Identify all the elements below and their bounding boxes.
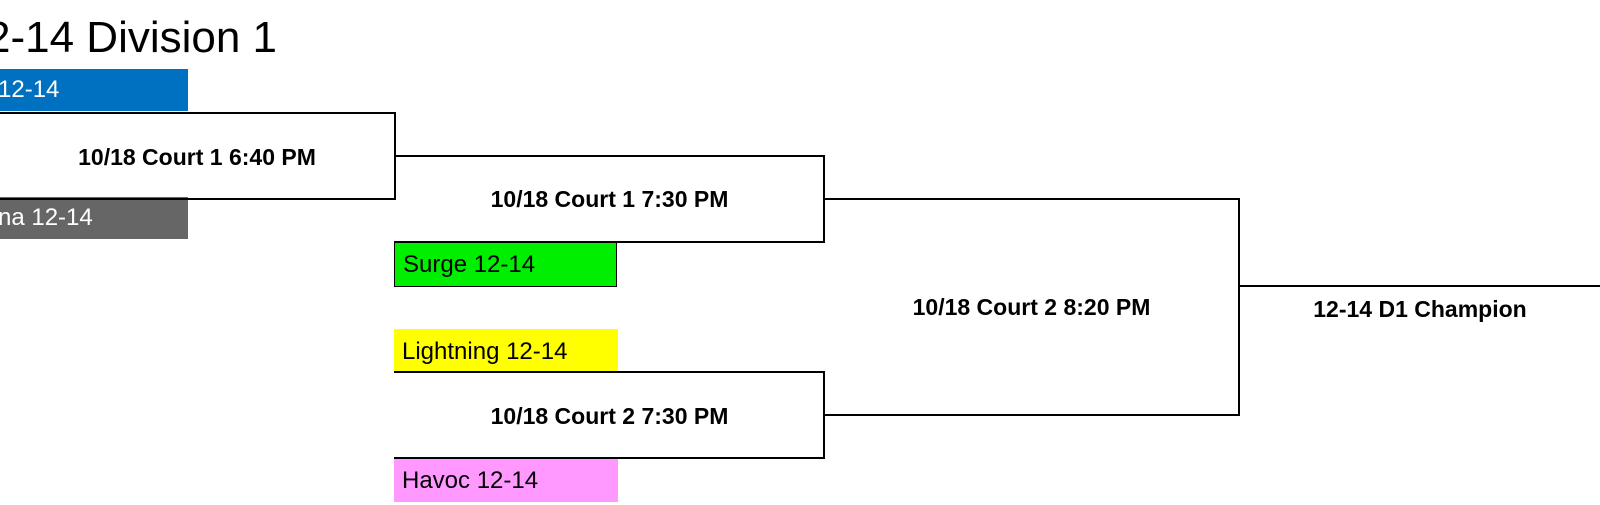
bracket-line-g1-bottom [0, 198, 396, 200]
game-label-g4: 10/18 Court 2 8:20 PM [912, 294, 1151, 320]
bracket-line-g4-right [1238, 198, 1240, 416]
game-label-g1: 10/18 Court 1 6:40 PM [78, 144, 316, 170]
bracket-line-g1-top [0, 112, 396, 114]
game-label-g3: 10/18 Court 2 7:30 PM [490, 403, 729, 429]
team-slot-surge: Surge 12-14 [394, 242, 617, 287]
bracket-line-champion [1238, 285, 1600, 287]
game-label-g2: 10/18 Court 1 7:30 PM [490, 186, 729, 212]
team-slot-havoc: Havoc 12-14 [394, 459, 618, 502]
champion-label: 12-14 D1 Champion [1313, 296, 1527, 322]
bracket-line-g3-bottom [394, 457, 825, 459]
team-slot-top: 12-14 [0, 69, 188, 111]
bracket-line-g3-top [394, 371, 825, 373]
bracket-title: 2-14 Division 1 [0, 13, 278, 62]
bracket-line-g4-bottom [823, 414, 1240, 416]
bracket-line-g2-top [394, 155, 825, 157]
team-slot-bottom: na 12-14 [0, 197, 188, 239]
team-slot-lightning: Lightning 12-14 [394, 329, 618, 373]
bracket-line-g4-top [823, 198, 1240, 200]
